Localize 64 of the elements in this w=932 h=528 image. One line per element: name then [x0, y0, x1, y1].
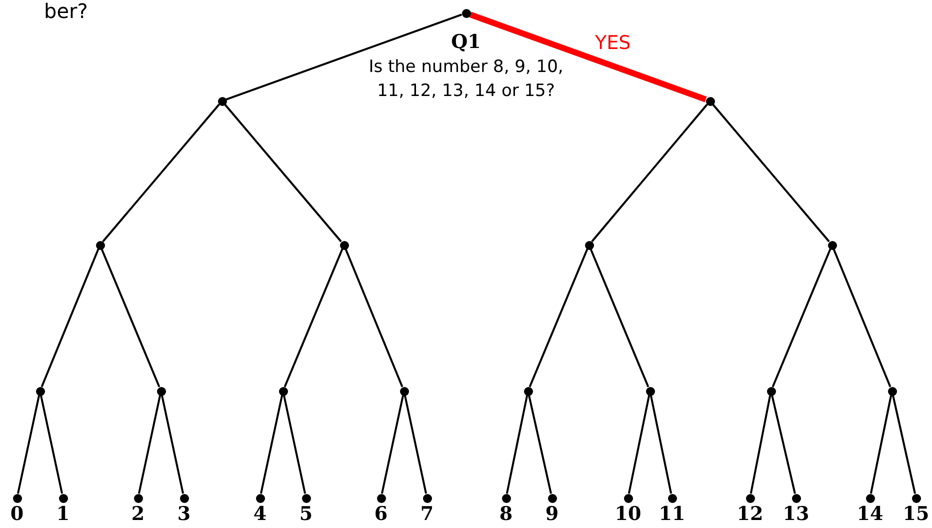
leaf-number: 3: [177, 504, 191, 524]
node-dot: [706, 96, 714, 106]
question-text: Is the number 8, 9, 10, 11, 12, 13, 14 or 15?: [368, 56, 564, 103]
branch-line: [628, 395, 650, 494]
branch-line: [404, 395, 428, 494]
note-text: ber?: [44, 0, 88, 22]
branch-line: [892, 395, 916, 494]
leaf-number: 4: [253, 504, 267, 524]
branch-line: [528, 395, 552, 494]
branch-line: [591, 104, 708, 242]
leaf-number: 10: [614, 504, 642, 524]
branch-line: [771, 395, 796, 494]
branch-line: [102, 104, 220, 242]
leaf-number: 6: [374, 504, 388, 524]
node-dot: [340, 240, 348, 250]
node-dot: [462, 8, 470, 18]
leaf-number: 12: [736, 504, 764, 524]
branch-line: [712, 104, 830, 242]
branch-line: [590, 248, 650, 388]
leaf-number: 7: [420, 504, 434, 524]
node-dot: [828, 240, 836, 250]
node-dot: [156, 386, 166, 396]
branch-line: [528, 248, 588, 388]
question-heading: Q1: [451, 30, 481, 55]
branch-line: [506, 395, 528, 494]
branch-line: [380, 395, 404, 494]
node-dot: [278, 386, 288, 396]
branch-line: [224, 104, 342, 242]
branch-line: [40, 248, 100, 388]
node-dot: [36, 386, 44, 396]
branch-line: [226, 14, 462, 100]
node-dot: [218, 96, 226, 106]
leaf-number: 15: [902, 504, 930, 524]
node-dot: [646, 386, 654, 396]
node-dot: [524, 386, 532, 396]
branch-line: [772, 248, 832, 388]
branch-line: [832, 248, 892, 388]
leaf-number: 13: [782, 504, 810, 524]
leaf-number: 14: [856, 504, 884, 524]
leaf-number: 5: [299, 504, 313, 524]
branch-line: [160, 395, 184, 494]
leaf-number: 8: [499, 504, 513, 524]
node-dot: [96, 240, 104, 250]
branch-line: [650, 395, 672, 494]
branch-line: [870, 395, 892, 494]
branch-line: [284, 248, 344, 388]
leaf-number: 2: [131, 504, 145, 524]
branch-line: [16, 395, 40, 494]
node-dot: [584, 240, 594, 250]
branch-line: [344, 248, 404, 388]
branch-line: [260, 395, 284, 494]
branch-line: [750, 395, 772, 494]
branch-line: [138, 395, 162, 494]
highlighted-branch: [469, 12, 707, 102]
node-dot: [888, 386, 896, 396]
branch-line: [282, 395, 306, 494]
branch-line: [100, 248, 160, 388]
leaf-number: 1: [56, 504, 70, 524]
node-dot: [766, 386, 776, 396]
node-dot: [400, 386, 408, 396]
branch-line: [40, 395, 64, 494]
leaf-number: 11: [658, 504, 686, 524]
leaf-number: 9: [545, 504, 559, 524]
leaf-number: 0: [10, 504, 24, 524]
